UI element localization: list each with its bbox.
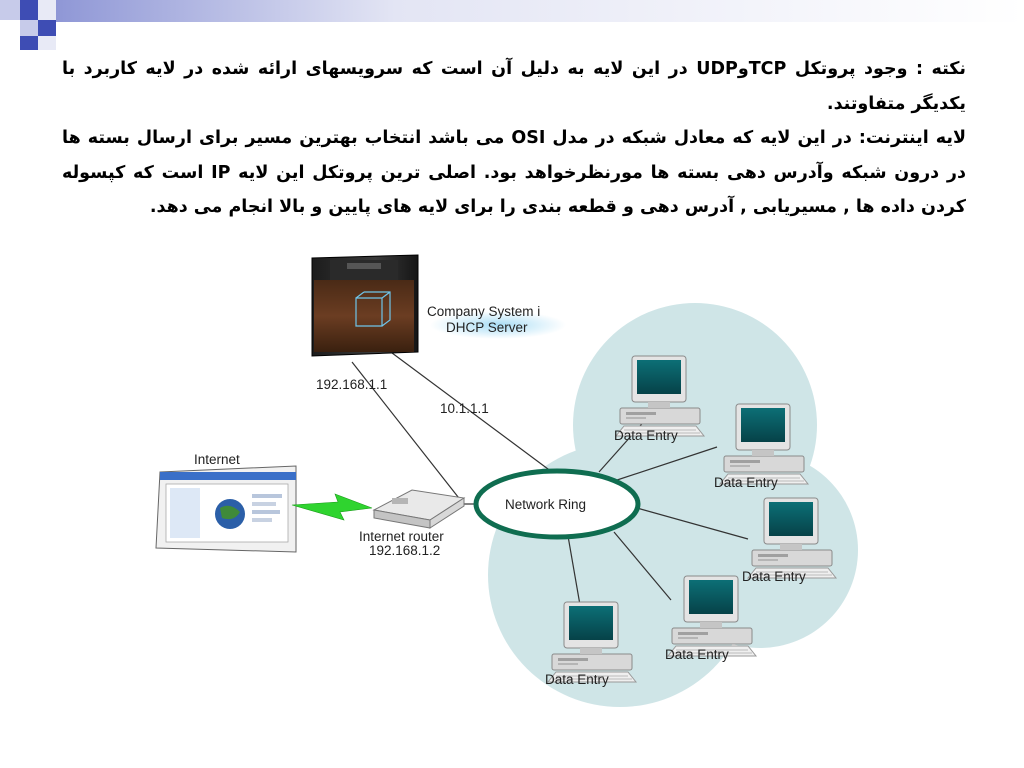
browser-window-icon <box>155 465 297 553</box>
dhcp-label: DHCP Server <box>446 320 528 335</box>
deco-square <box>20 36 38 50</box>
router-label: Internet router <box>359 529 444 544</box>
terminal-2: Data Entry <box>714 403 809 490</box>
link-ring-terminal <box>567 535 581 606</box>
internet-label: Internet <box>194 452 240 467</box>
terminal-label: Data Entry <box>714 475 778 490</box>
router-ip: 192.168.1.2 <box>369 543 440 558</box>
internet-layer-paragraph: لایه اینترنت: در این لایه که معادل شبکه … <box>62 128 966 217</box>
network-diagram: Company System i DHCP Server 192.168.1.1… <box>155 254 858 707</box>
terminal-label: Data Entry <box>545 672 609 687</box>
server-label: Company System i <box>427 304 540 319</box>
terminal-4: Data Entry <box>665 575 757 662</box>
deco-square <box>38 0 56 20</box>
deco-square <box>0 20 20 36</box>
deco-square <box>38 36 56 50</box>
link-server-router <box>351 361 463 503</box>
server-ip: 192.168.1.1 <box>316 377 387 392</box>
terminal-3: Data Entry <box>742 497 837 584</box>
router-icon <box>372 489 466 529</box>
note-paragraph: نکته : وجود پروتکل TCPوUDP در این لایه ب… <box>62 59 966 114</box>
connection-lines <box>351 346 749 606</box>
ring-label: Network Ring <box>505 497 586 512</box>
terminal-label: Data Entry <box>742 569 806 584</box>
link-ring-terminal <box>636 507 749 540</box>
terminal-1: Data Entry <box>614 355 705 443</box>
network-ring <box>473 468 641 540</box>
link-ring-terminal <box>610 446 718 483</box>
terminal-5: Data Entry <box>545 601 637 687</box>
corner-decoration <box>0 0 1024 50</box>
terminal-label: Data Entry <box>665 647 729 662</box>
terminal-label: Data Entry <box>614 428 678 443</box>
deco-square <box>0 0 20 20</box>
link-ip: 10.1.1.1 <box>440 401 489 416</box>
deco-square <box>38 20 56 36</box>
link-ring-terminal <box>613 531 672 601</box>
deco-square <box>20 20 38 36</box>
lightning-bolt-icon <box>291 493 373 521</box>
server-icon <box>311 254 419 357</box>
slide-text: نکته : وجود پروتکل TCPوUDP در این لایه ب… <box>62 52 966 225</box>
deco-square <box>20 0 38 20</box>
link-server-ring <box>383 346 553 473</box>
